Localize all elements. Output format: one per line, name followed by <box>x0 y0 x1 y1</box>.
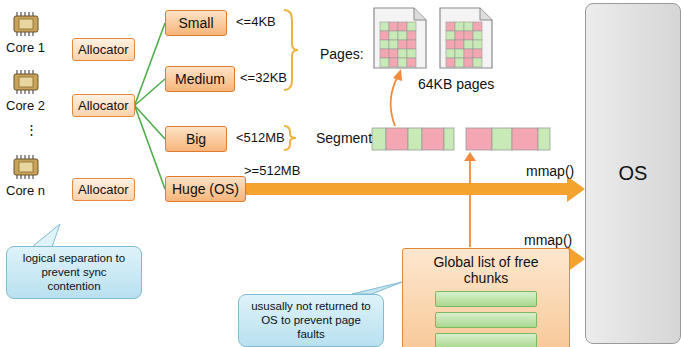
text-label: Segment <box>316 130 372 146</box>
node-text: Global list of free chunks <box>426 254 546 286</box>
connector <box>135 23 165 106</box>
allocator-box: Allocator <box>72 178 135 201</box>
connector <box>135 106 165 140</box>
callout-tail <box>352 282 402 294</box>
page-cell <box>473 40 482 49</box>
page-cell <box>389 49 398 58</box>
page-cell <box>389 40 398 49</box>
node-text: Huge (OS) <box>172 181 239 197</box>
cpu-chip-icon <box>14 70 38 94</box>
page-cell <box>398 31 407 40</box>
page-cell <box>455 40 464 49</box>
callout-tail <box>32 224 60 247</box>
cpu-chip-icon <box>14 155 38 179</box>
node-text: OS <box>619 162 648 185</box>
page-cell <box>446 58 455 67</box>
free-chunk-bar <box>435 291 537 307</box>
text-label: 64KB pages <box>418 76 494 92</box>
arrow-head <box>393 69 402 81</box>
connector <box>135 106 165 190</box>
segment-bar <box>372 128 550 150</box>
page-cell <box>380 40 389 49</box>
page-cell <box>446 31 455 40</box>
text-label: <=4KB <box>236 14 276 29</box>
page-cell <box>473 22 482 31</box>
node-text: ususally not returned to OS to prevent p… <box>246 300 376 341</box>
connector <box>135 79 165 106</box>
page-cell <box>407 58 416 67</box>
page-cell <box>380 22 389 31</box>
size-class-box: Huge (OS) <box>165 176 246 202</box>
node-text: Medium <box>172 71 228 87</box>
edge-label: mmap() <box>526 163 574 179</box>
page-cell <box>446 49 455 58</box>
arrow-head <box>464 152 476 161</box>
page-cell <box>407 22 416 31</box>
free-list-box: Global list of free chunks <box>402 248 570 347</box>
node-text: Allocator <box>78 182 129 197</box>
page-cell <box>380 31 389 40</box>
text-label: ⋮ <box>25 122 38 137</box>
page-cell <box>389 22 398 31</box>
node-text: Allocator <box>78 42 129 57</box>
node-text: logical separation to prevent sync conte… <box>14 252 134 293</box>
page-cell <box>455 31 464 40</box>
page-cell <box>389 31 398 40</box>
bracket <box>284 126 296 150</box>
allocator-box: Allocator <box>72 38 135 61</box>
page-cell <box>464 40 473 49</box>
text-label: Core 1 <box>6 40 45 55</box>
flow-arrow <box>391 76 470 247</box>
allocator-box: Allocator <box>72 94 135 117</box>
size-class-box: Big <box>165 126 227 152</box>
page-cell <box>473 31 482 40</box>
page-cell <box>446 22 455 31</box>
page-cell <box>380 58 389 67</box>
cpu-chip-icon <box>14 12 38 36</box>
text-label: <512MB <box>236 130 285 145</box>
callout-note: ususally not returned to OS to prevent p… <box>238 294 384 347</box>
text-label: <=32KB <box>240 70 287 85</box>
text-label: Core 2 <box>6 98 45 113</box>
page-cell <box>380 49 389 58</box>
os-box: OS <box>585 3 681 344</box>
callout-note: logical separation to prevent sync conte… <box>6 246 142 299</box>
page-cell <box>398 22 407 31</box>
node-text: Big <box>172 131 220 147</box>
text-label: Core n <box>6 183 45 198</box>
page-cell <box>407 49 416 58</box>
text-label: >=512MB <box>244 163 300 178</box>
free-chunk-bar <box>435 312 537 328</box>
page-cell <box>398 49 407 58</box>
page-cell <box>464 31 473 40</box>
node-text: Allocator <box>78 98 129 113</box>
connector <box>246 176 585 202</box>
page-cell <box>464 49 473 58</box>
page-cell <box>455 58 464 67</box>
page-cell <box>455 49 464 58</box>
size-class-box: Small <box>165 10 227 36</box>
text-label: Pages: <box>320 46 364 62</box>
page-cell <box>455 22 464 31</box>
page-cell <box>473 49 482 58</box>
page-icons <box>374 8 492 68</box>
node-text: Small <box>172 15 220 31</box>
page-cell <box>398 58 407 67</box>
page-cell <box>464 22 473 31</box>
page-cell <box>407 40 416 49</box>
size-class-box: Medium <box>165 66 235 92</box>
page-cell <box>389 58 398 67</box>
page-cell <box>464 58 473 67</box>
free-chunk-bar <box>435 333 537 347</box>
edge-label: mmap() <box>524 232 572 248</box>
page-cell <box>398 40 407 49</box>
page-cell <box>407 31 416 40</box>
page-cell <box>446 40 455 49</box>
page-cell <box>473 58 482 67</box>
